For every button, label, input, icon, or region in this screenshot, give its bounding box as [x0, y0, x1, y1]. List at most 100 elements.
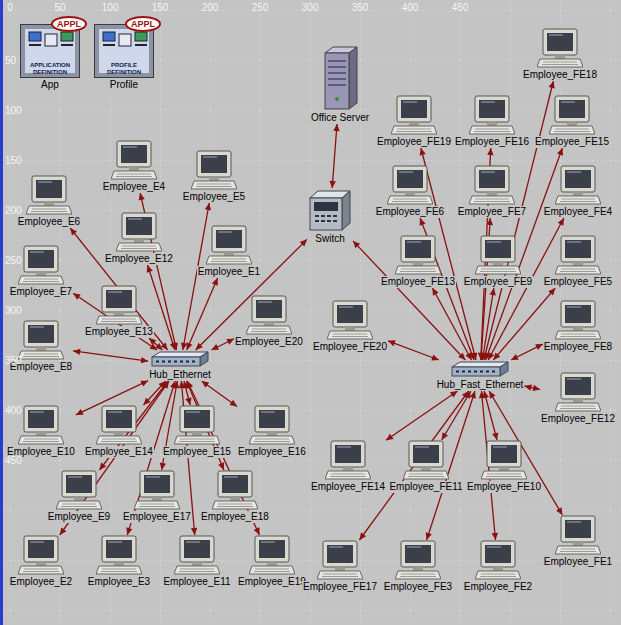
- arrow-head: [160, 463, 166, 470]
- workstation-node: Employee_FE12: [540, 372, 616, 425]
- node-label: App: [40, 79, 60, 91]
- arrow-head: [532, 385, 540, 391]
- hub-top: [452, 362, 508, 367]
- monitor: [393, 166, 427, 192]
- symbol-lines: [103, 44, 147, 46]
- workstation-node: Employee_FE11: [388, 440, 463, 493]
- monitor: [401, 236, 435, 262]
- node-label: Employee_FE13: [380, 276, 456, 288]
- definition-symbols: [25, 30, 77, 52]
- axis-tick: 150: [5, 155, 22, 166]
- node-label: Employee_FE8: [543, 341, 613, 353]
- stand: [573, 542, 583, 546]
- node-label: Employee_FE9: [463, 276, 533, 288]
- hub-node: Hub_Ethernet: [148, 350, 212, 381]
- base: [469, 126, 515, 134]
- workstation-node: Employee_FE16: [454, 95, 530, 148]
- screen-glare: [567, 378, 581, 380]
- link-line: [484, 391, 497, 440]
- stand: [345, 327, 355, 331]
- workstation-node: Employee_FE19: [376, 95, 452, 148]
- workstation-icon: [549, 95, 595, 135]
- link-line: [332, 124, 337, 188]
- monitor: [481, 236, 515, 262]
- screen-glare: [561, 101, 575, 103]
- node-label: Employee_FE4: [543, 206, 613, 218]
- stand: [405, 192, 415, 196]
- stand: [343, 467, 353, 471]
- keys: [332, 334, 368, 337]
- stand: [573, 399, 583, 403]
- arrow-head: [170, 342, 176, 350]
- screen: [485, 240, 511, 258]
- canvas-border: [0, 0, 3, 625]
- monitor: [543, 29, 577, 55]
- screen: [201, 155, 227, 173]
- network-link: [196, 239, 307, 350]
- workstation-icon: [18, 405, 64, 445]
- arrow-head: [465, 352, 471, 360]
- network-link: [359, 391, 468, 540]
- arrow-head: [359, 532, 366, 540]
- stand: [192, 562, 202, 566]
- monitor: [481, 541, 515, 567]
- symbol-a: [103, 32, 115, 41]
- workstation-node: Employee_E11: [162, 535, 231, 588]
- base: [191, 181, 237, 189]
- definition-title: APPLICATION DEFINITION: [22, 62, 78, 76]
- workstation-node: Employee_FE3: [383, 540, 453, 593]
- monitor: [255, 406, 289, 432]
- screen-glare: [186, 411, 200, 413]
- base: [391, 126, 437, 134]
- axis-tick: 450: [5, 455, 22, 466]
- screen-glare: [146, 476, 160, 478]
- stand: [413, 567, 423, 571]
- node-label: Employee_E20: [234, 336, 304, 348]
- monitor: [24, 321, 58, 347]
- screen-glare: [493, 446, 507, 448]
- base: [96, 316, 142, 324]
- workstation-icon: [249, 535, 295, 575]
- base: [26, 206, 72, 214]
- screen-glare: [407, 241, 421, 243]
- hub-front: [152, 357, 200, 366]
- screen: [565, 240, 591, 258]
- keys: [254, 439, 290, 442]
- screen: [28, 540, 54, 558]
- hub-node: Hub_Fast_Ethernet: [436, 360, 525, 391]
- screen: [479, 100, 505, 118]
- monitor: [24, 536, 58, 562]
- axis-tick: 400: [402, 2, 419, 13]
- workstation-node: Employee_FE8: [543, 300, 613, 353]
- screen: [565, 520, 591, 538]
- arrow-head: [431, 355, 439, 361]
- workstation-node: Employee_E2: [9, 535, 73, 588]
- keys: [61, 504, 97, 507]
- workstation-icon: [391, 95, 437, 135]
- network-link: [202, 381, 237, 406]
- base: [387, 196, 433, 204]
- server-front: [325, 53, 349, 109]
- link-line: [70, 228, 167, 350]
- workstation-icon: [537, 28, 583, 68]
- workstation-icon: [327, 300, 373, 340]
- workstation-node: Employee_E13: [84, 285, 154, 338]
- stand: [573, 327, 583, 331]
- stand: [192, 432, 202, 436]
- screen: [106, 290, 132, 308]
- axis-tick: 450: [452, 2, 469, 13]
- screen-glare: [68, 476, 82, 478]
- arrow-head: [300, 239, 307, 246]
- drive-bays: [328, 61, 346, 85]
- stand: [152, 497, 162, 501]
- power-led: [335, 97, 339, 101]
- keys: [23, 279, 59, 282]
- link-line: [196, 239, 307, 350]
- stand: [487, 192, 497, 196]
- workstation-icon: [555, 515, 601, 555]
- screen-glare: [261, 541, 275, 543]
- arrow-head: [492, 432, 498, 440]
- screen-glare: [337, 446, 351, 448]
- screen: [565, 305, 591, 323]
